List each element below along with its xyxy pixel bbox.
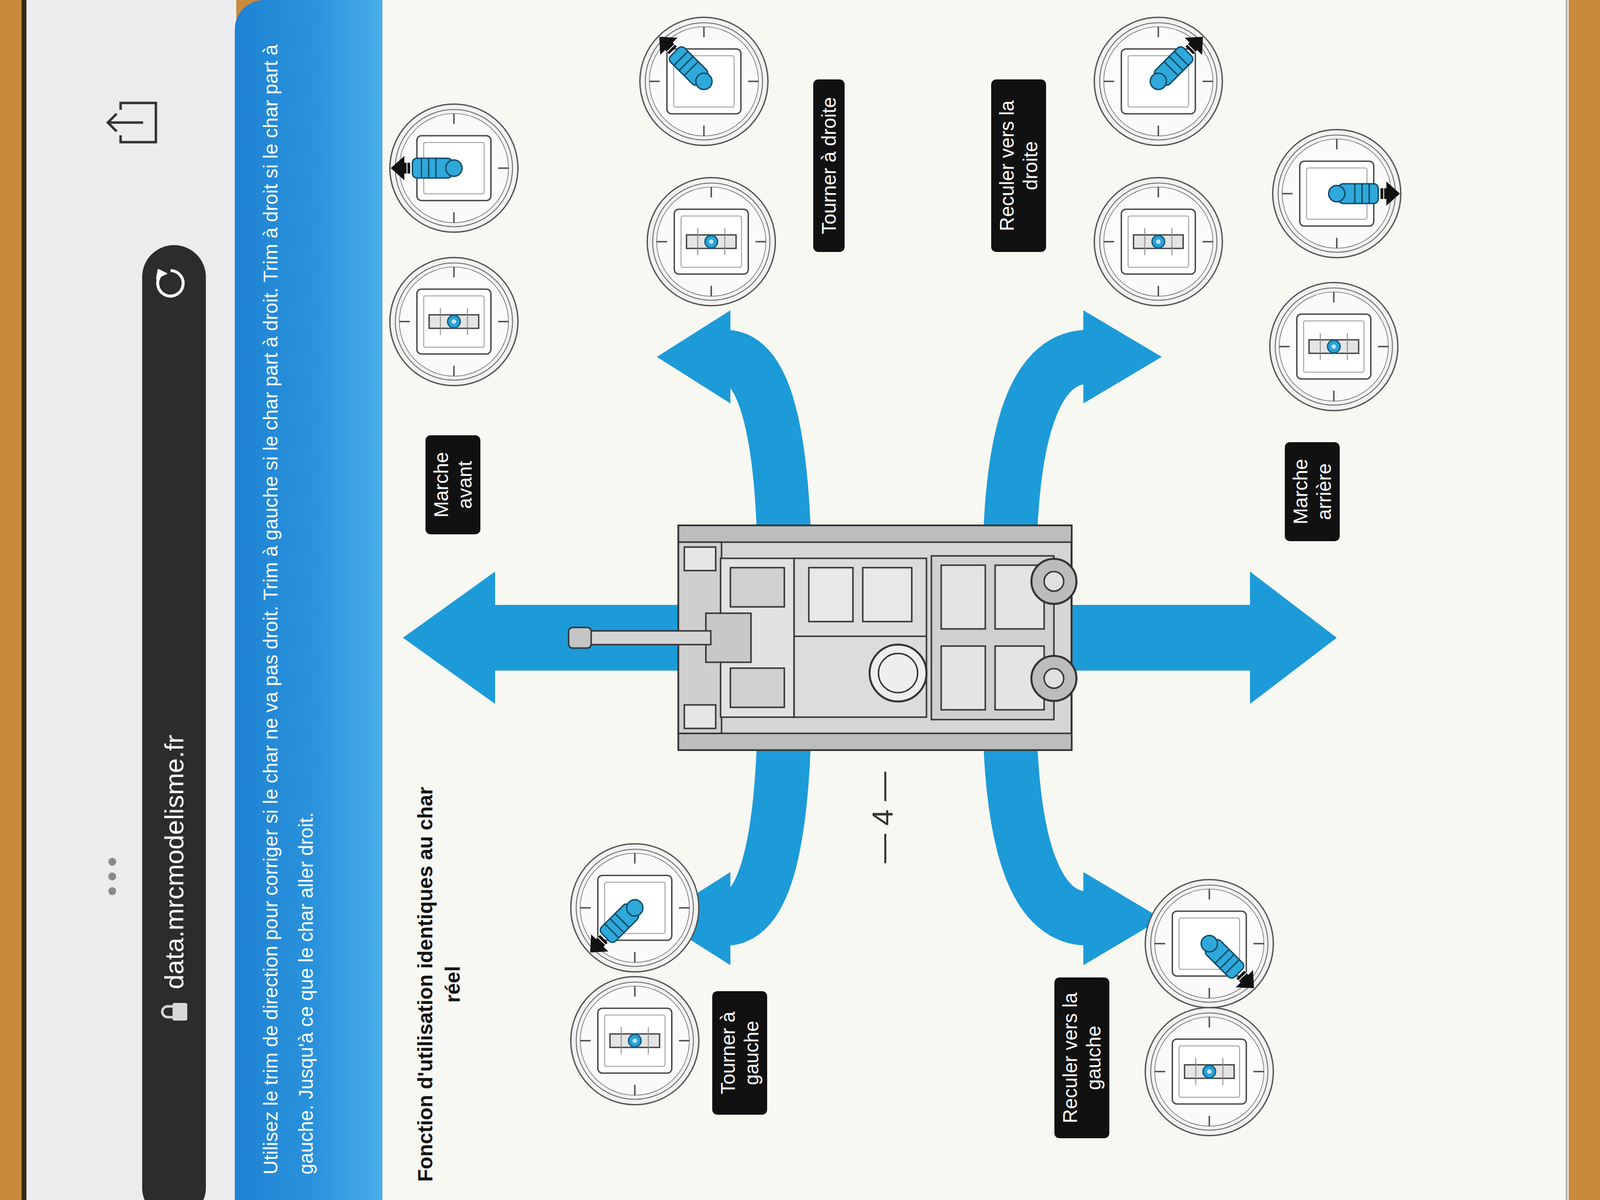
direction-label: Tourner à droite: [813, 79, 845, 252]
node-text: Marche avant: [429, 443, 477, 527]
node-text: Utilisez le trim de direction pour corri…: [252, 44, 324, 1175]
page-title: Fonction d'utilisation identiques au cha…: [411, 768, 467, 1200]
node-text: Tourner à droite: [817, 87, 841, 245]
node-text: Tourner à gauche: [716, 999, 764, 1107]
direction-label: Reculer vers la droite: [991, 79, 1047, 252]
direction-label: Tourner à gauche: [712, 991, 768, 1115]
node-text: Reculer vers la gauche: [1058, 985, 1106, 1131]
direction-label: Marche avant: [425, 435, 481, 535]
node-text: data.mrcmodelisme.fr: [158, 734, 190, 990]
direction-label: Reculer vers la gauche: [1054, 977, 1110, 1139]
node-text: Reculer vers la droite: [995, 87, 1043, 245]
info-banner: Utilisez le trim de direction pour corri…: [234, 0, 383, 1200]
node-text: Marche arrière: [1288, 450, 1336, 534]
page-number: — 4 —: [865, 771, 900, 864]
url-bar: data.mrcmodelisme.fr: [142, 245, 206, 1200]
direction-label: Marche arrière: [1284, 442, 1340, 542]
